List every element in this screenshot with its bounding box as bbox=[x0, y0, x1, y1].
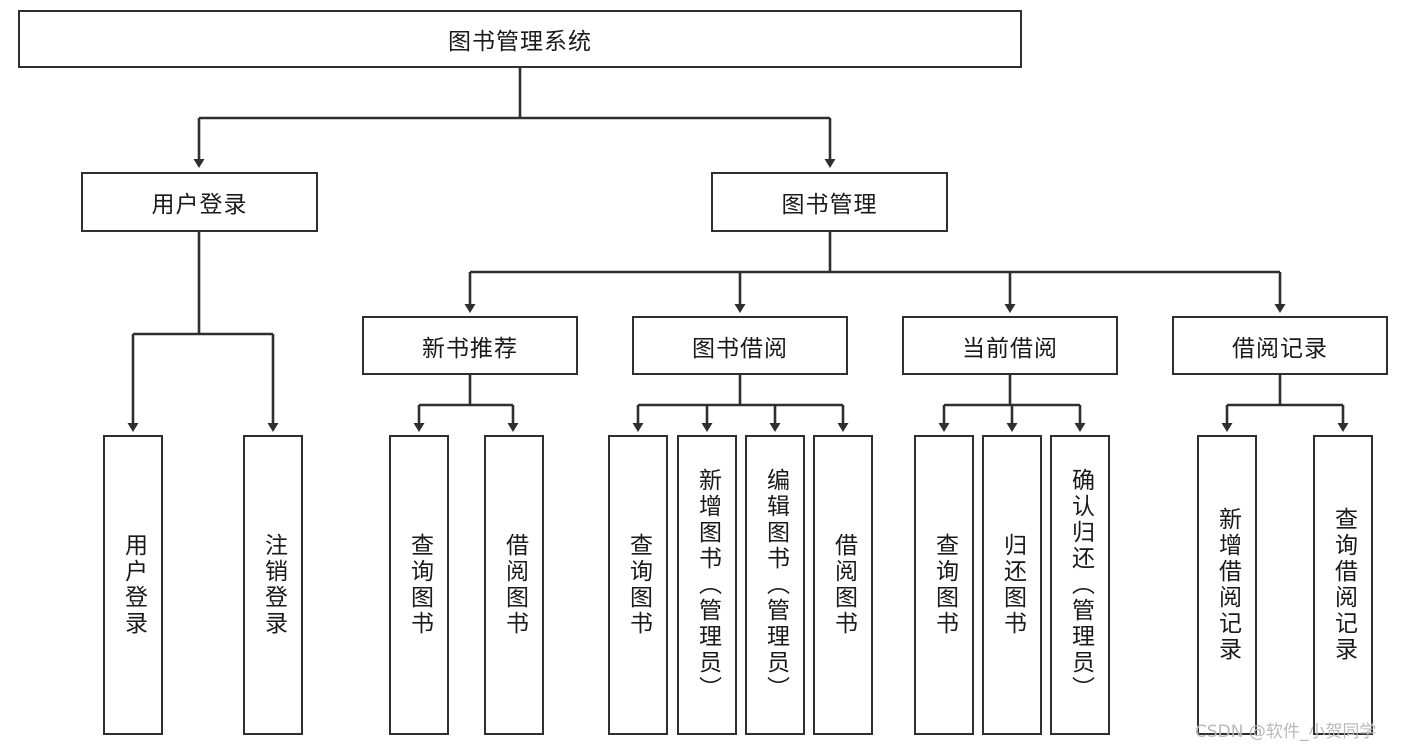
leaf-current-borrow-return[interactable]: 归还图书 bbox=[982, 435, 1042, 735]
node-root[interactable]: 图书管理系统 bbox=[18, 10, 1022, 68]
node-new-book-recommend-label: 新书推荐 bbox=[422, 335, 518, 362]
leaf-current-borrow-query[interactable]: 查询图书 bbox=[914, 435, 974, 735]
node-book-borrow-label: 图书借阅 bbox=[692, 335, 788, 362]
node-user-login-label: 用户登录 bbox=[151, 192, 248, 218]
leaf-label: 查询图书 bbox=[406, 533, 433, 637]
leaf-new-book-borrow[interactable]: 借阅图书 bbox=[484, 435, 544, 735]
leaf-label: 归还图书 bbox=[999, 533, 1026, 637]
leaf-label: 借阅图书 bbox=[830, 533, 857, 637]
leaf-label: 确认归还（管理员） bbox=[1067, 468, 1094, 702]
leaf-label: 查询图书 bbox=[931, 533, 958, 637]
leaf-user-login-login[interactable]: 用户登录 bbox=[103, 435, 163, 735]
node-book-management[interactable]: 图书管理 bbox=[711, 172, 948, 232]
leaf-label: 编辑图书（管理员） bbox=[762, 468, 789, 702]
leaf-label: 注销登录 bbox=[260, 533, 287, 637]
node-book-borrow[interactable]: 图书借阅 bbox=[632, 316, 848, 375]
leaf-current-borrow-confirm-return[interactable]: 确认归还（管理员） bbox=[1050, 435, 1110, 735]
leaf-book-borrow-borrow[interactable]: 借阅图书 bbox=[813, 435, 873, 735]
leaf-label: 新增图书（管理员） bbox=[694, 468, 721, 702]
node-borrow-record[interactable]: 借阅记录 bbox=[1172, 316, 1388, 375]
leaf-user-login-logout[interactable]: 注销登录 bbox=[243, 435, 303, 735]
node-book-management-label: 图书管理 bbox=[781, 192, 878, 218]
leaf-label: 借阅图书 bbox=[501, 533, 528, 637]
node-current-borrow[interactable]: 当前借阅 bbox=[902, 316, 1118, 375]
node-root-label: 图书管理系统 bbox=[448, 29, 592, 55]
node-current-borrow-label: 当前借阅 bbox=[962, 335, 1058, 362]
leaf-label: 新增借阅记录 bbox=[1214, 507, 1241, 663]
node-user-login[interactable]: 用户登录 bbox=[81, 172, 318, 232]
leaf-borrow-record-query[interactable]: 查询借阅记录 bbox=[1313, 435, 1373, 735]
node-borrow-record-label: 借阅记录 bbox=[1232, 335, 1328, 362]
node-new-book-recommend[interactable]: 新书推荐 bbox=[362, 316, 578, 375]
leaf-label: 查询图书 bbox=[625, 533, 652, 637]
leaf-borrow-record-add[interactable]: 新增借阅记录 bbox=[1197, 435, 1257, 735]
leaf-book-borrow-edit[interactable]: 编辑图书（管理员） bbox=[745, 435, 805, 735]
leaf-label: 查询借阅记录 bbox=[1330, 507, 1357, 663]
leaf-book-borrow-add[interactable]: 新增图书（管理员） bbox=[677, 435, 737, 735]
leaf-label: 用户登录 bbox=[120, 533, 147, 637]
leaf-new-book-query[interactable]: 查询图书 bbox=[389, 435, 449, 735]
leaf-book-borrow-query[interactable]: 查询图书 bbox=[608, 435, 668, 735]
